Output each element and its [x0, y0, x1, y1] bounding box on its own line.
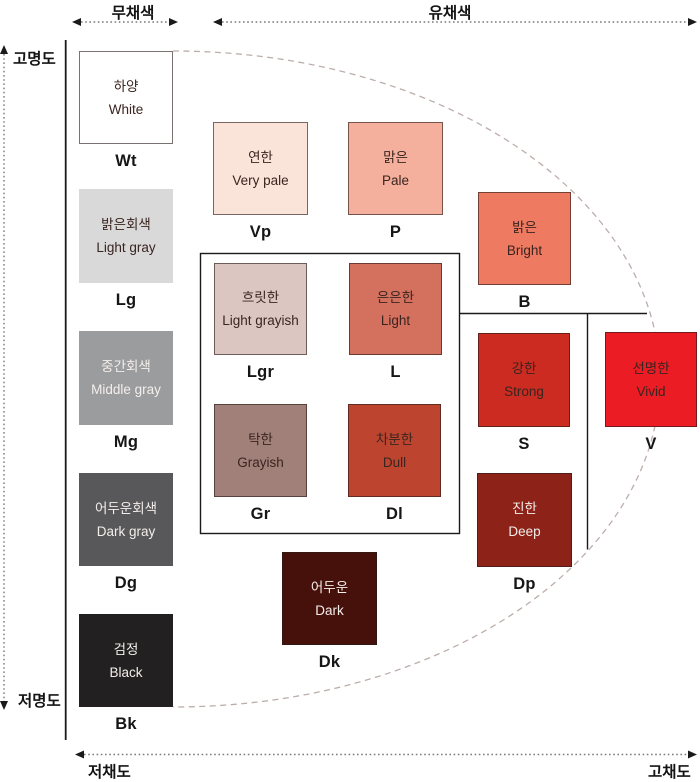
swatch-white: 하양 White Wt	[79, 51, 173, 171]
grayish-code-label: Gr	[250, 505, 271, 523]
arrowhead-icon	[213, 18, 222, 26]
light-korean-label: 은은한	[376, 290, 415, 305]
light-code-label: L	[390, 363, 401, 381]
swatch-dull: 차분한 Dull Dl	[348, 404, 441, 524]
swatch-light-grayish: 흐릿한 Light grayish Lgr	[214, 263, 307, 382]
vivid-english-label: Vivid	[636, 383, 666, 399]
middle-gray-color-box: 중간회색 Middle gray	[79, 331, 173, 425]
very-pale-korean-label: 연한	[248, 149, 273, 165]
light-grayish-korean-label: 흐릿한	[241, 290, 280, 305]
white-korean-label: 하양	[113, 78, 139, 94]
very-pale-code-label: Vp	[249, 223, 272, 241]
vivid-korean-label: 선명한	[632, 360, 670, 376]
dull-code-label: Dl	[386, 505, 403, 523]
middle-tone-group-box	[199, 252, 461, 535]
strong-color-box: 강한 Strong	[478, 333, 570, 427]
swatch-middle-gray: 중간회색 Middle gray Mg	[79, 331, 173, 452]
light-grayish-color-box: 흐릿한 Light grayish	[214, 263, 307, 355]
middle-gray-english-label: Middle gray	[91, 382, 161, 397]
swatch-light: 은은한 Light L	[349, 263, 442, 382]
deep-color-box: 진한 Deep	[477, 473, 572, 567]
bright-color-box: 밝은 Bright	[478, 192, 571, 285]
dull-korean-label: 차분한	[375, 431, 414, 447]
arrowhead-icon	[0, 45, 8, 54]
black-code-label: Bk	[115, 715, 137, 733]
swatch-dark: 어두운 Dark Dk	[282, 552, 377, 672]
arrowhead-icon	[169, 18, 178, 26]
bright-english-label: Bright	[506, 242, 543, 258]
vivid-code-label: V	[645, 435, 657, 453]
light-gray-code-label: Lg	[115, 291, 137, 309]
strong-english-label: Strong	[504, 384, 544, 399]
swatch-deep: 진한 Deep Dp	[477, 473, 572, 594]
high-chroma-axis-label: 고채도	[648, 764, 691, 781]
middle-gray-korean-label: 중간회색	[101, 359, 151, 374]
arrowhead-icon	[688, 750, 697, 759]
dark-gray-code-label: Dg	[114, 574, 138, 592]
swatch-bright: 밝은 Bright B	[478, 192, 571, 312]
pale-code-label: P	[389, 223, 402, 241]
white-color-box: 하양 White	[79, 51, 173, 144]
dull-english-label: Dull	[382, 454, 407, 470]
swatch-light-gray: 밝은회색 Light gray Lg	[79, 189, 173, 310]
pale-english-label: Pale	[381, 172, 410, 188]
swatch-vivid: 선명한 Vivid V	[605, 332, 697, 454]
dull-color-box: 차분한 Dull	[348, 404, 441, 497]
very-pale-english-label: Very pale	[232, 172, 289, 188]
grayish-color-box: 탁한 Grayish	[214, 404, 307, 497]
arrowhead-icon	[72, 18, 81, 26]
dark-code-label: Dk	[318, 653, 341, 671]
light-gray-color-box: 밝은회색 Light gray	[79, 189, 173, 283]
low-value-axis-label: 저명도	[18, 693, 61, 710]
achromatic-axis-label: 무채색	[111, 5, 155, 22]
grayish-english-label: Grayish	[237, 454, 284, 470]
light-gray-korean-label: 밝은회색	[101, 217, 151, 232]
chromatic-axis-label: 유채색	[428, 5, 472, 22]
pale-korean-label: 맑은	[383, 149, 408, 165]
pale-color-box: 맑은 Pale	[348, 122, 443, 215]
bright-korean-label: 밝은	[512, 219, 537, 235]
swatch-pale: 맑은 Pale P	[348, 122, 443, 242]
arrowhead-icon	[688, 18, 697, 26]
black-color-box: 검정 Black	[79, 614, 173, 707]
middle-gray-code-label: Mg	[113, 433, 139, 451]
dark-color-box: 어두운 Dark	[282, 552, 377, 645]
strong-code-label: S	[518, 435, 530, 453]
swatch-strong: 강한 Strong S	[478, 333, 570, 454]
dark-gray-color-box: 어두운회색 Dark gray	[79, 473, 173, 566]
high-value-axis-label: 고명도	[13, 51, 56, 68]
black-korean-label: 검정	[113, 641, 139, 657]
arrowhead-icon	[75, 750, 84, 759]
light-grayish-english-label: Light grayish	[222, 313, 299, 328]
bright-code-label: B	[518, 293, 531, 311]
vivid-color-box: 선명한 Vivid	[605, 332, 697, 427]
dark-korean-label: 어두운	[310, 579, 349, 595]
light-english-label: Light	[380, 313, 411, 328]
swatch-grayish: 탁한 Grayish Gr	[214, 404, 307, 524]
arrowhead-icon	[0, 701, 8, 710]
black-english-label: Black	[109, 664, 143, 680]
light-color-box: 은은한 Light	[349, 263, 442, 355]
deep-korean-label: 진한	[512, 501, 537, 516]
grayish-korean-label: 탁한	[248, 431, 273, 447]
dark-gray-english-label: Dark gray	[96, 523, 156, 539]
very-pale-color-box: 연한 Very pale	[213, 122, 308, 215]
deep-english-label: Deep	[508, 524, 541, 539]
dark-gray-korean-label: 어두운회색	[94, 500, 158, 516]
swatch-dark-gray: 어두운회색 Dark gray Dg	[79, 473, 173, 593]
dark-english-label: Dark	[315, 602, 344, 618]
light-grayish-code-label: Lgr	[246, 363, 275, 381]
white-english-label: White	[108, 101, 144, 117]
deep-code-label: Dp	[513, 575, 536, 593]
swatch-black: 검정 Black Bk	[79, 614, 173, 734]
swatch-very-pale: 연한 Very pale Vp	[213, 122, 308, 242]
light-gray-english-label: Light gray	[96, 240, 156, 255]
strong-korean-label: 강한	[511, 361, 537, 376]
low-chroma-axis-label: 저채도	[88, 764, 131, 781]
white-code-label: Wt	[115, 152, 137, 170]
